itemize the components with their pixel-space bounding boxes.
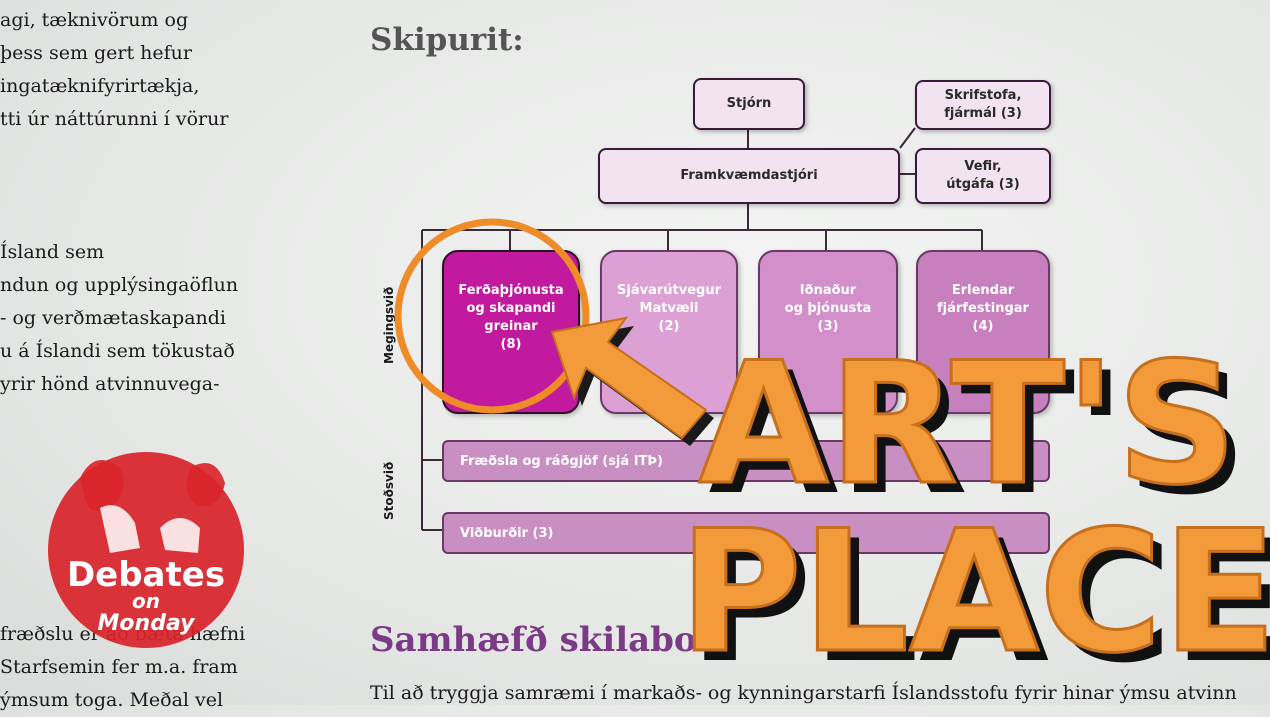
office-finance-box: Skrifstofa, fjármál (3) <box>915 80 1051 130</box>
department-line: Ferðaþjónusta <box>458 283 564 298</box>
body-text-line: Til að tryggja samræmi í markaðs- og kyn… <box>370 682 1237 704</box>
overlay-shadow: PLACE <box>689 504 1270 700</box>
department-line: (3) <box>817 319 839 334</box>
text-line: yrir hönd atvinnuvega- <box>0 373 220 395</box>
department-industry: Iðnaður og þjónusta (3) <box>758 250 898 414</box>
department-investment: Erlendar fjárfestingar (4) <box>916 250 1050 414</box>
department-line: (4) <box>972 319 994 334</box>
department-line: Sjávarútvegur <box>617 283 721 298</box>
side-box-line: fjármál (3) <box>944 106 1022 121</box>
department-line: og skapandi <box>466 301 556 316</box>
ceo-label: Framkvæmdastjóri <box>680 168 818 183</box>
ceo-box: Framkvæmdastjóri <box>598 148 900 204</box>
left-paragraph-2: Ísland sem ndun og upplýsingaöflun - og … <box>0 236 238 401</box>
stamp-text: on <box>132 589 160 613</box>
overlay-text-line2: PLACE <box>679 494 1270 690</box>
text-line: þess sem gert hefur <box>0 42 192 64</box>
text-line: - og verðmætaskapandi <box>0 307 226 329</box>
department-line: Iðnaður <box>799 283 857 298</box>
section-heading-2: Samhæfð skilaboð <box>370 620 720 660</box>
support-bar-label: Viðburðir (3) <box>460 525 554 541</box>
department-line: fjárfestingar <box>937 301 1029 316</box>
overlay-shadow: ART'S <box>709 336 1248 532</box>
side-box-line: útgáfa (3) <box>946 177 1020 192</box>
support-bar-events: Viðburðir (3) <box>442 512 1050 554</box>
text-line: ingatæknifyrirtækja, <box>0 75 200 97</box>
text-line: Ísland sem <box>0 241 105 263</box>
debates-on-monday-stamp: Debates on Monday <box>48 452 244 648</box>
text-line: ndun og upplýsingaöflun <box>0 274 239 296</box>
department-tourism: Ferðaþjónusta og skapandi greinar (8) <box>442 250 580 414</box>
department-line: greinar <box>484 319 538 334</box>
department-line: Matvæli <box>639 301 699 316</box>
section-heading: Skipurit: <box>370 22 524 58</box>
web-publishing-box: Vefir, útgáfa (3) <box>915 148 1051 204</box>
support-divisions-label: Stoðsvið <box>382 461 396 520</box>
overlay-text-line1: ART'S <box>699 326 1238 522</box>
board-label: Stjórn <box>726 96 772 111</box>
department-line: og þjónusta <box>784 301 872 316</box>
side-box-line: Skrifstofa, <box>944 88 1022 103</box>
support-bar-label: Fræðsla og ráðgjöf (sjá ITÞ) <box>460 453 663 469</box>
department-line: (8) <box>500 337 522 352</box>
side-box-line: Vefir, <box>964 159 1002 174</box>
text-line: agi, tæknivörum og <box>0 9 189 31</box>
text-line: ýmsum toga. Meðal vel <box>0 689 224 711</box>
stamp-text: Monday <box>98 611 197 636</box>
text-line: tti úr náttúrunni í vörur <box>0 108 229 130</box>
text-line: u á Íslandi sem tökustað <box>0 340 235 362</box>
department-line: Erlendar <box>951 283 1015 298</box>
stamp-text: Debates <box>67 555 225 595</box>
core-divisions-label: Megingsvið <box>382 286 396 364</box>
support-bar-education: Fræðsla og ráðgjöf (sjá ITÞ) <box>442 440 1050 482</box>
left-paragraph-1: agi, tæknivörum og þess sem gert hefur i… <box>0 4 228 136</box>
text-line: Starfsemin fer m.a. fram <box>0 656 238 678</box>
board-box: Stjórn <box>693 78 805 130</box>
